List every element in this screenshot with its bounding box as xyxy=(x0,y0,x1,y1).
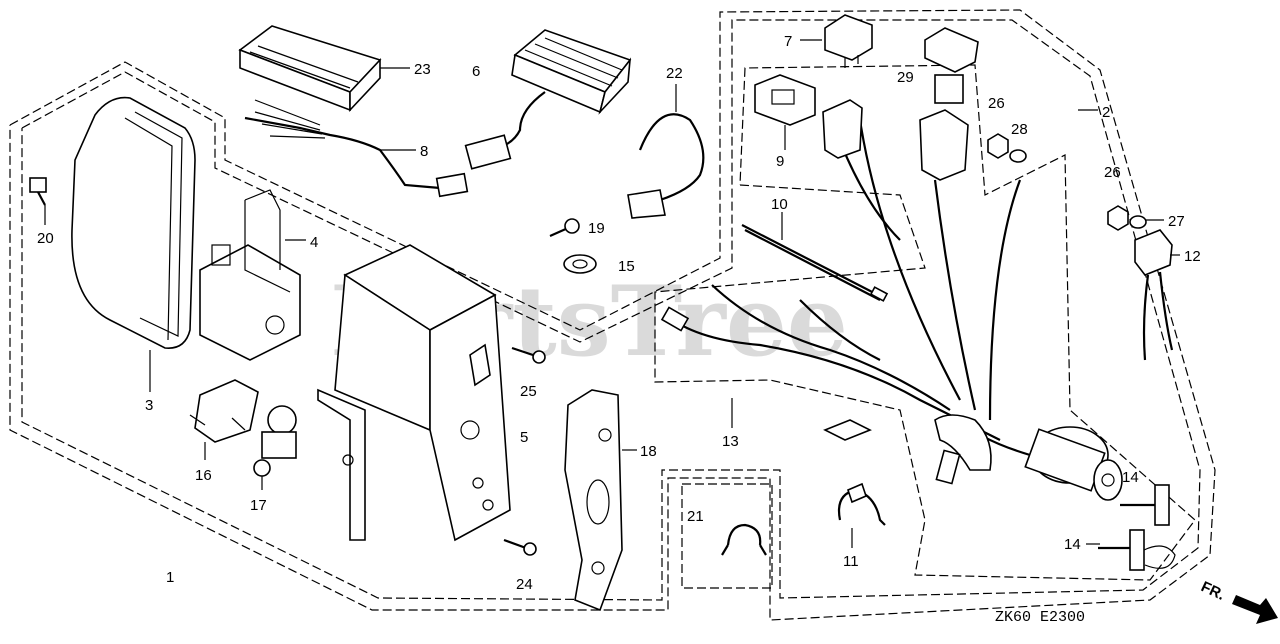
part-17-breaker xyxy=(253,405,297,477)
callout-10: 10 xyxy=(771,196,788,213)
part-28-washer xyxy=(1009,149,1027,163)
callout-3: 3 xyxy=(145,397,153,414)
part-14-key-lower xyxy=(1098,529,1176,571)
callout-7: 7 xyxy=(784,33,792,50)
callout-26-upper: 26 xyxy=(988,95,1005,112)
callout-27: 27 xyxy=(1168,213,1185,230)
part-13-harness xyxy=(660,114,1031,485)
callout-20: 20 xyxy=(37,230,54,247)
part-14-key-upper xyxy=(1120,484,1170,526)
harness-connector-a xyxy=(822,99,863,159)
part-7-relay xyxy=(824,14,873,68)
part-4-bracket xyxy=(199,189,301,361)
callout-18: 18 xyxy=(640,443,657,460)
callout-1: 1 xyxy=(166,569,174,586)
front-direction: FR. xyxy=(1198,578,1278,624)
callout-2: 2 xyxy=(1102,104,1110,121)
part-27-washer xyxy=(1129,215,1147,229)
part-24-screw xyxy=(503,538,537,556)
front-label: FR. xyxy=(1198,578,1227,604)
harness-connector-b xyxy=(919,109,969,181)
callout-14-lower: 14 xyxy=(1064,536,1081,553)
callout-8: 8 xyxy=(420,143,428,160)
callout-23: 23 xyxy=(414,61,431,78)
part-3-lid xyxy=(71,96,196,349)
callout-28: 28 xyxy=(1011,121,1028,138)
part-16-switch xyxy=(189,379,259,443)
callout-29: 29 xyxy=(897,69,914,86)
part-12-sensor xyxy=(1134,229,1174,361)
part-15-grommet xyxy=(563,254,597,274)
front-arrow-icon xyxy=(1232,595,1278,624)
assembly-boundary-1 xyxy=(9,9,1216,621)
part-20-screw xyxy=(29,177,47,206)
callout-26-lower: 26 xyxy=(1104,164,1121,181)
callout-19: 19 xyxy=(588,220,605,237)
part-6-regulator xyxy=(464,29,632,170)
callout-11: 11 xyxy=(843,553,859,570)
diagram-code: ZK60 E2300 xyxy=(995,609,1085,626)
harness-boundary xyxy=(654,64,1196,581)
part-19-bolt xyxy=(549,218,580,238)
part-8-wire xyxy=(244,99,469,198)
callout-12: 12 xyxy=(1184,248,1201,265)
callout-6: 6 xyxy=(472,63,480,80)
callout-17: 17 xyxy=(250,497,267,514)
part-22-strap xyxy=(627,113,705,219)
callout-5: 5 xyxy=(520,429,528,446)
callout-24: 24 xyxy=(516,576,533,593)
callout-14-upper: 14 xyxy=(1122,469,1139,486)
part-25-screw xyxy=(511,346,546,364)
part-26-nut-upper xyxy=(987,133,1009,159)
part-21-clip xyxy=(721,523,767,556)
part-5-control-box xyxy=(317,244,511,542)
part-11-clamp xyxy=(837,482,886,526)
part-10-rod xyxy=(741,224,889,302)
part-23-cover xyxy=(238,25,382,113)
part-18-plate xyxy=(564,389,623,612)
callout-16: 16 xyxy=(195,467,212,484)
part-29-fuse xyxy=(924,27,979,104)
callout-21: 21 xyxy=(687,508,704,525)
assembly-boundary-2 xyxy=(21,19,1201,601)
callout-13: 13 xyxy=(722,433,739,450)
callout-15: 15 xyxy=(618,258,635,275)
callout-25: 25 xyxy=(520,383,537,400)
part-26-nut-lower xyxy=(1107,205,1129,231)
callout-22: 22 xyxy=(666,65,683,82)
callout-4: 4 xyxy=(310,234,318,251)
callout-9: 9 xyxy=(776,153,784,170)
part-ignition-switch xyxy=(1024,426,1123,501)
clamp-boundary xyxy=(681,483,773,589)
part-9-block xyxy=(754,74,816,126)
